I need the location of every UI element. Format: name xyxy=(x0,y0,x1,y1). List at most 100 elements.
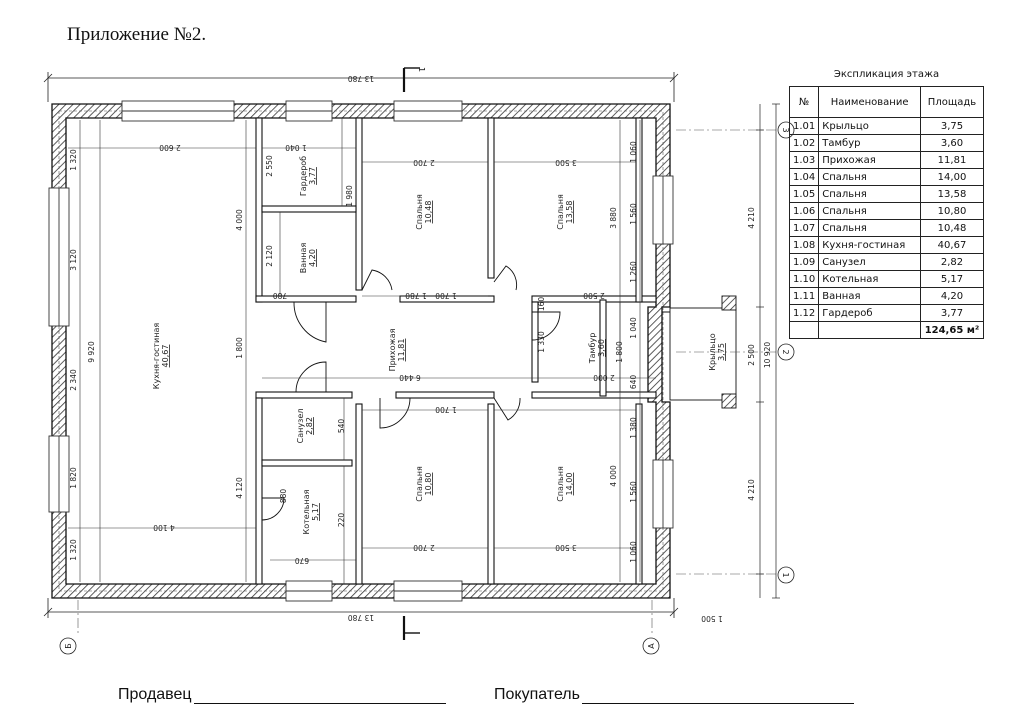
svg-text:Санузел: Санузел xyxy=(296,409,305,444)
dim-overall-bottom: 13 780 xyxy=(348,613,374,622)
svg-text:4 120: 4 120 xyxy=(235,477,244,499)
dim-overall-height: 10 920 xyxy=(763,342,772,368)
svg-text:Спальня: Спальня xyxy=(415,466,424,502)
axis-bubble-1: 1 xyxy=(777,566,795,584)
explication-cell-num: 1.05 xyxy=(788,185,820,203)
right-dimension-chain xyxy=(756,103,780,599)
svg-text:160: 160 xyxy=(537,297,546,312)
porch xyxy=(669,295,737,409)
svg-text:10,48: 10,48 xyxy=(424,201,433,224)
svg-text:Спальня: Спальня xyxy=(556,466,565,502)
explication-cell-area: 10,80 xyxy=(920,202,984,220)
svg-text:5,17: 5,17 xyxy=(311,503,320,521)
svg-text:40,67: 40,67 xyxy=(161,345,170,368)
svg-text:1 040: 1 040 xyxy=(629,317,638,339)
explication-cell-num: 1.09 xyxy=(788,253,820,271)
svg-text:1 560: 1 560 xyxy=(629,481,638,503)
explication-cell-area: 13,58 xyxy=(920,185,984,203)
svg-text:3,60: 3,60 xyxy=(597,339,606,357)
explication-cell-area: 3,77 xyxy=(920,304,984,322)
svg-text:1 320: 1 320 xyxy=(69,539,78,561)
svg-text:1 560: 1 560 xyxy=(629,203,638,225)
overall-dimension-top xyxy=(43,72,679,102)
svg-text:2,82: 2,82 xyxy=(305,417,314,435)
room-porch: Крыльцо 3,75 xyxy=(708,333,726,370)
page-title: Приложение №2. xyxy=(67,24,207,45)
seller-signature: Продавец xyxy=(118,686,446,704)
svg-text:10,80: 10,80 xyxy=(424,473,433,496)
svg-text:1 980: 1 980 xyxy=(345,185,354,207)
svg-text:540: 540 xyxy=(337,419,346,434)
total-empty-1 xyxy=(788,321,820,339)
explication-cell-name: Ванная xyxy=(818,287,921,305)
svg-text:670: 670 xyxy=(295,556,310,565)
explication-cell-num: 1.02 xyxy=(788,134,820,152)
svg-text:1 780: 1 780 xyxy=(405,291,427,300)
svg-text:1 060: 1 060 xyxy=(629,541,638,563)
svg-text:2 000: 2 000 xyxy=(593,373,615,382)
explication-cell-area: 3,75 xyxy=(920,117,984,135)
svg-text:Б: Б xyxy=(64,643,73,649)
svg-text:Ванная: Ванная xyxy=(299,243,308,274)
svg-text:13,58: 13,58 xyxy=(565,201,574,224)
svg-text:3 500: 3 500 xyxy=(555,543,577,552)
svg-text:11,81: 11,81 xyxy=(397,339,406,362)
svg-text:1 820: 1 820 xyxy=(69,467,78,489)
explication-cell-area: 14,00 xyxy=(920,168,984,186)
svg-text:4 000: 4 000 xyxy=(235,209,244,231)
explication-cell-name: Гардероб xyxy=(818,304,921,322)
svg-text:880: 880 xyxy=(279,489,288,504)
svg-text:1 260: 1 260 xyxy=(629,261,638,283)
explication-total-row: 124,65 м² xyxy=(788,321,984,339)
svg-text:2 340: 2 340 xyxy=(69,369,78,391)
dim-overall-top: 13 780 xyxy=(348,74,374,83)
room-bedroom-a: Спальня 10,48 xyxy=(415,194,433,230)
svg-text:4,20: 4,20 xyxy=(308,249,317,267)
explication-cell-area: 5,17 xyxy=(920,270,984,288)
explication-cell-area: 2,82 xyxy=(920,253,984,271)
explication-total: 124,65 м² xyxy=(920,321,984,339)
svg-text:6 440: 6 440 xyxy=(399,373,421,382)
svg-text:Котельная: Котельная xyxy=(302,489,311,534)
svg-text:3 880: 3 880 xyxy=(609,207,618,229)
svg-text:Спальня: Спальня xyxy=(415,194,424,230)
explication-cell-area: 4,20 xyxy=(920,287,984,305)
room-bedroom-b: Спальня 13,58 xyxy=(556,194,574,230)
explication-cell-name: Спальня xyxy=(818,219,921,237)
explication-cell-num: 1.12 xyxy=(788,304,820,322)
dimension-values: 2 600 4 100 6 440 9 920 1 320 3 120 2 34… xyxy=(69,141,638,565)
explication-cell-num: 1.04 xyxy=(788,168,820,186)
explication-cell-num: 1.11 xyxy=(788,287,820,305)
svg-text:3,75: 3,75 xyxy=(717,343,726,361)
svg-text:1 380: 1 380 xyxy=(629,417,638,439)
room-wardrobe: Гардероб 3,77 xyxy=(299,156,317,196)
svg-text:2 600: 2 600 xyxy=(159,143,181,152)
room-boiler: Котельная 5,17 xyxy=(302,489,320,534)
svg-text:Прихожая: Прихожая xyxy=(388,328,397,371)
explication-cell-name: Котельная xyxy=(818,270,921,288)
svg-text:1 700: 1 700 xyxy=(435,291,457,300)
axis-bubble-b: Б xyxy=(59,637,77,655)
section-label-top: 1 xyxy=(417,67,426,72)
buyer-signature-line[interactable] xyxy=(581,689,854,704)
dim-porch-offset: 1 500 xyxy=(701,614,723,623)
svg-text:4 000: 4 000 xyxy=(609,465,618,487)
svg-text:2 500: 2 500 xyxy=(583,291,605,300)
svg-text:2 120: 2 120 xyxy=(265,245,274,267)
seller-label: Продавец xyxy=(118,686,192,703)
svg-text:Спальня: Спальня xyxy=(556,194,565,230)
explication-header-row: № Наименование Площадь xyxy=(788,86,984,118)
room-hall: Прихожая 11,81 xyxy=(388,328,406,371)
explication-cell-name: Тамбур xyxy=(818,134,921,152)
seller-signature-line[interactable] xyxy=(193,689,446,704)
dim-right-top: 4 210 xyxy=(747,207,756,229)
svg-text:Крыльцо: Крыльцо xyxy=(708,333,717,370)
svg-text:4 100: 4 100 xyxy=(153,523,175,532)
interior-walls xyxy=(255,117,657,585)
